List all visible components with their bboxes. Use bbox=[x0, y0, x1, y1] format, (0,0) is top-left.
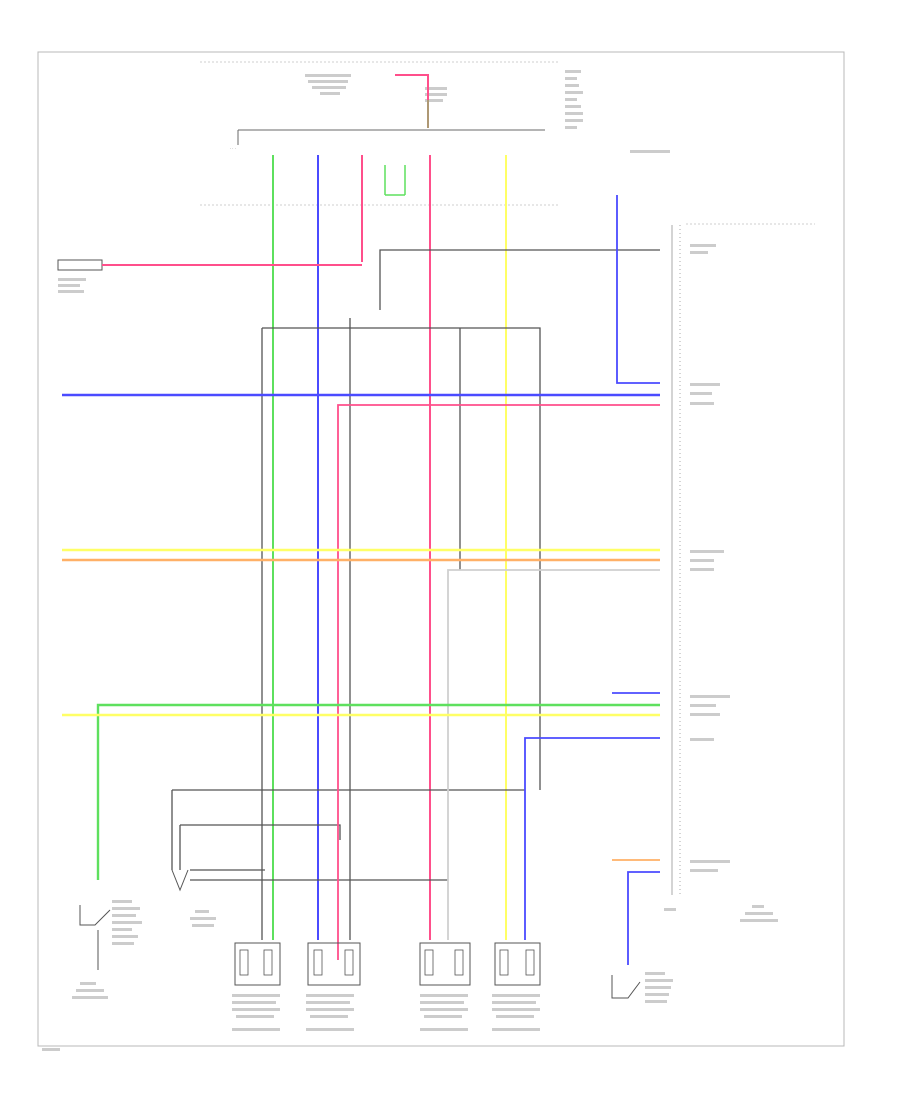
wire-green-short bbox=[384, 165, 406, 196]
bottom-component-4 bbox=[492, 942, 541, 1031]
wire-green-horizontal bbox=[96, 703, 660, 880]
top-labels bbox=[305, 70, 670, 153]
ground-network bbox=[171, 249, 660, 940]
footer-mark bbox=[42, 1048, 60, 1051]
wire-blue-lower-right bbox=[524, 737, 660, 940]
svg-text:· · ·: · · · bbox=[230, 147, 236, 151]
ground-symbol bbox=[171, 869, 216, 927]
diagram-frame bbox=[37, 51, 845, 1047]
top-feed bbox=[395, 74, 429, 128]
wire-blue-right-feed bbox=[616, 195, 660, 384]
left-switch-top bbox=[57, 259, 362, 293]
top-connector: · · · bbox=[200, 129, 560, 206]
bottom-component-2 bbox=[306, 942, 361, 1031]
module-pin-labels bbox=[664, 244, 778, 922]
wire-lightgray-drop bbox=[447, 569, 660, 940]
bottom-left-switch bbox=[72, 900, 142, 999]
wire-pink-horizontal bbox=[337, 404, 660, 960]
wire-blue-bottom-right bbox=[627, 871, 660, 965]
bottom-component-1 bbox=[232, 942, 281, 1031]
bottom-component-3 bbox=[419, 942, 471, 1031]
bottom-right-switch bbox=[611, 972, 673, 1003]
module-connector-strip bbox=[671, 223, 815, 895]
